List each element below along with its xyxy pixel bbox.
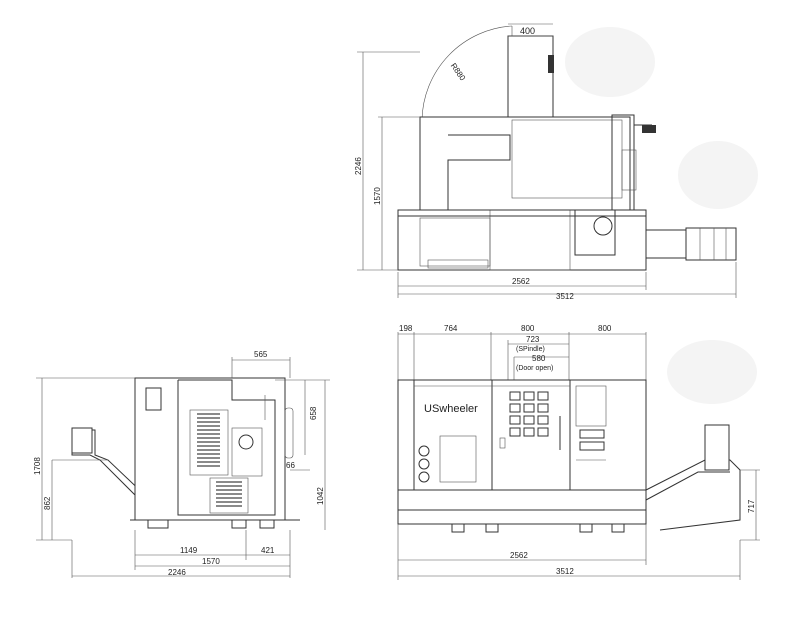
dim-1042: 1042 xyxy=(316,487,325,505)
front-conveyor-box xyxy=(704,424,730,471)
dim-862: 862 xyxy=(43,496,52,510)
side-vent-upper xyxy=(197,413,220,467)
dim-764: 764 xyxy=(444,324,458,333)
dim-1570-side: 1570 xyxy=(202,557,220,566)
dim-2562-front: 2562 xyxy=(510,551,528,560)
dim-3512-front: 3512 xyxy=(556,567,574,576)
dim-1708: 1708 xyxy=(33,457,42,475)
front-left-window xyxy=(439,435,477,483)
front-right-panel xyxy=(575,385,607,427)
dim-723: 723 xyxy=(526,335,540,344)
dim-565: 565 xyxy=(254,350,268,359)
side-view: 565 658 1708 862 66 1042 1149 421 1570 2… xyxy=(33,350,330,578)
dim-198: 198 xyxy=(399,324,413,333)
dim-400: 400 xyxy=(520,26,535,36)
front-base xyxy=(397,509,647,525)
top-main-body xyxy=(419,116,631,211)
door-swing-arc xyxy=(421,25,513,121)
door-open-label: (Door open) xyxy=(516,365,553,372)
dim-3512-top: 3512 xyxy=(556,292,574,301)
top-box-400 xyxy=(507,35,554,119)
dim-800b: 800 xyxy=(598,324,612,333)
spindle-label: (SPindle) xyxy=(516,346,545,353)
dim-1149: 1149 xyxy=(180,546,198,555)
dim-2246-top: 2246 xyxy=(354,157,363,175)
dim-800a: 800 xyxy=(521,324,535,333)
dim-66: 66 xyxy=(286,461,295,470)
dim-658: 658 xyxy=(309,406,318,420)
control-keypad xyxy=(509,391,549,437)
brand-logo: USwheeler xyxy=(424,403,478,415)
dim-421: 421 xyxy=(261,546,275,555)
front-main-housing xyxy=(397,379,647,521)
top-view: 400 R880 2246 1570 2562 3512 xyxy=(354,23,758,301)
dim-1570-top: 1570 xyxy=(373,187,382,205)
dim-580: 580 xyxy=(532,354,546,363)
front-view: USwheeler xyxy=(397,324,760,580)
dim-r880: R880 xyxy=(449,61,468,82)
side-vent-lower xyxy=(216,481,242,507)
dim-717: 717 xyxy=(747,499,756,513)
top-chip-conveyor xyxy=(685,227,737,261)
dim-2562-top: 2562 xyxy=(512,277,530,286)
dim-2246-side: 2246 xyxy=(168,568,186,577)
side-conveyor-box xyxy=(71,427,93,454)
